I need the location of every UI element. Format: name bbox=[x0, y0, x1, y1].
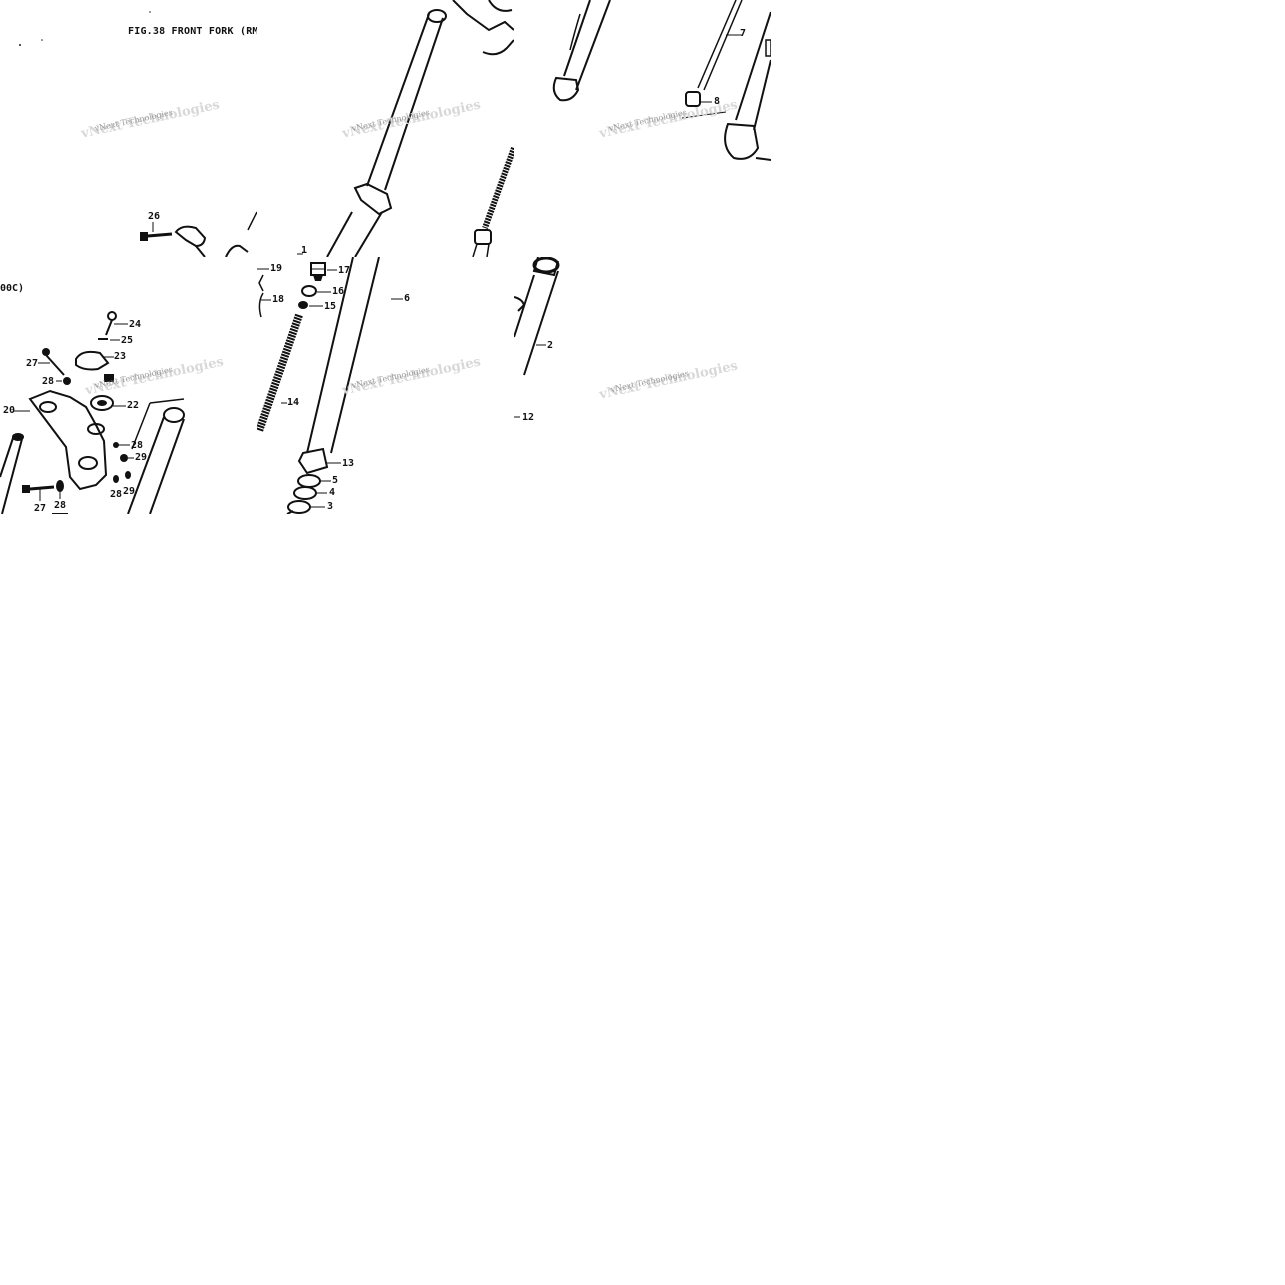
callout-4: 4 bbox=[329, 487, 336, 498]
callout-20: 20 bbox=[3, 405, 16, 416]
tile-title: FIG.38 FRONT FORK (RM1( vNext Technologi… bbox=[0, 0, 257, 257]
callout-2: 2 bbox=[547, 340, 554, 351]
callout-23: 23 bbox=[114, 351, 127, 362]
callout-16: 16 bbox=[332, 286, 345, 297]
callout-27: 27 bbox=[34, 503, 47, 514]
tile-outer-tube-lower: vNext Technologies vNext Technologies 2 … bbox=[514, 257, 771, 514]
callout-7: 7 bbox=[740, 28, 747, 39]
callout-1: 1 bbox=[301, 245, 308, 256]
callout-29: 29 bbox=[123, 486, 136, 497]
callout-28: 28 bbox=[110, 489, 123, 500]
callout-19: 19 bbox=[270, 263, 283, 274]
tile-spring: vNext Technologies vNext Technologies 19… bbox=[257, 257, 514, 514]
callout-28: 28 bbox=[131, 440, 144, 451]
spring-parts-drawing bbox=[257, 257, 403, 514]
inner-tube-drawing bbox=[297, 0, 514, 257]
subtitle-fragment: 00C) bbox=[0, 283, 25, 294]
tile-outer-tube: vNext Technologies vNext Technologies 7 … bbox=[514, 0, 771, 257]
callout-24: 24 bbox=[129, 319, 142, 330]
figure-title: FIG.38 FRONT FORK (RM1( bbox=[128, 26, 257, 37]
callout-18: 18 bbox=[272, 294, 285, 305]
callout-27: 27 bbox=[26, 358, 39, 369]
callout-25: 25 bbox=[121, 335, 134, 346]
callout-3: 3 bbox=[327, 501, 334, 512]
callout-6: 6 bbox=[404, 293, 411, 304]
callout-14: 14 bbox=[287, 397, 300, 408]
tile-inner-tube-top: vNext Technologies vNext Technologies 1 bbox=[257, 0, 514, 257]
callout-5: 5 bbox=[332, 475, 339, 486]
bolt-26-drawing bbox=[19, 11, 257, 257]
callout-22: 22 bbox=[127, 400, 140, 411]
callout-17: 17 bbox=[338, 265, 351, 276]
callout-13: 13 bbox=[342, 458, 355, 469]
callout-28: 28 bbox=[54, 500, 67, 511]
bracket-assembly-drawing bbox=[0, 311, 185, 514]
callout-15: 15 bbox=[324, 301, 337, 312]
tile-brackets: 00C) vNext Technologies vNext Technologi… bbox=[0, 257, 257, 514]
callout-8: 8 bbox=[714, 96, 721, 107]
outer-tube-drawing bbox=[552, 0, 771, 161]
callout-28: 28 bbox=[42, 376, 55, 387]
outer-tube-lower-drawing bbox=[514, 257, 560, 418]
callout-26: 26 bbox=[148, 211, 161, 222]
callout-12: 12 bbox=[522, 412, 535, 423]
callout-29: 29 bbox=[135, 452, 148, 463]
